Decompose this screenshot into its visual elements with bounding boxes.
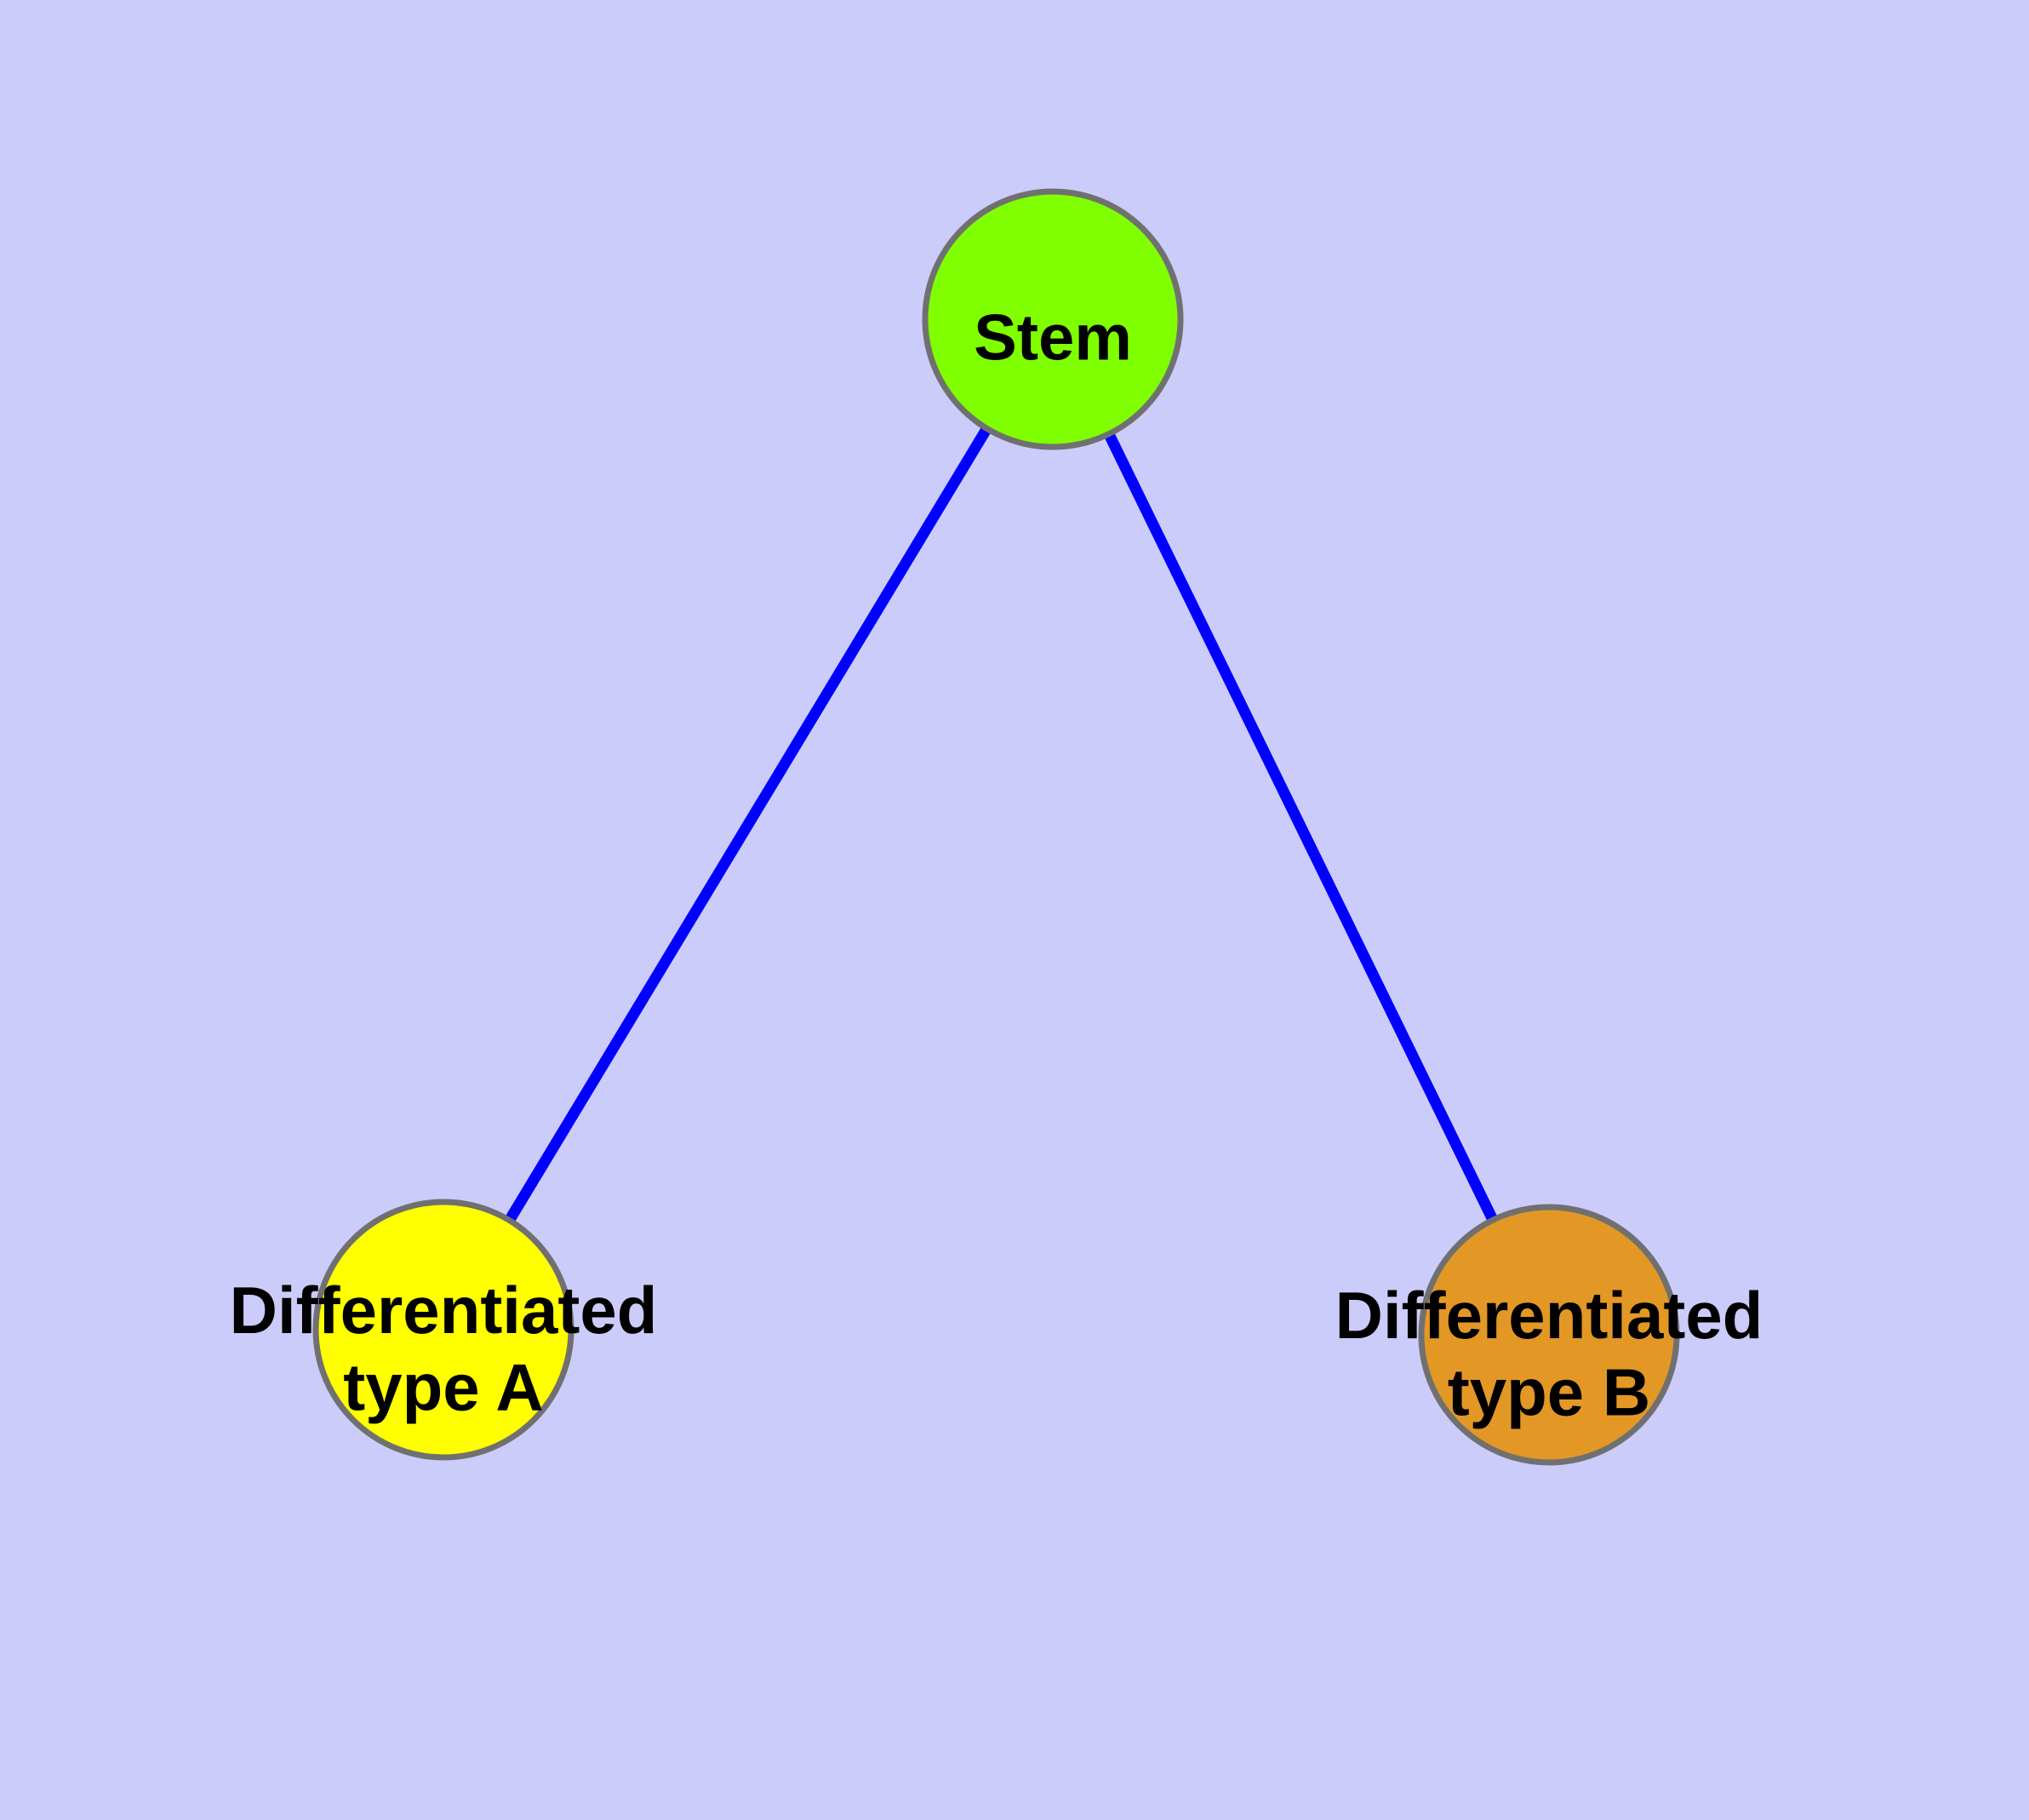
node-label-line: Stem [974,301,1132,374]
node-stem-circle[interactable] [922,188,1184,450]
edges-group [503,424,1499,1225]
node-differentiated-type-b-circle[interactable] [1418,1204,1680,1466]
edge-stem-to-differentiated-type-a[interactable] [503,424,993,1225]
node-differentiated-type-a-circle[interactable] [312,1199,574,1461]
edge-stem-to-differentiated-type-b[interactable] [1103,430,1499,1224]
node-label-line: type B [1448,1354,1650,1429]
node-stem[interactable]: Stem [922,188,1184,450]
node-label-line: Differentiated [230,1272,658,1347]
node-label-line: Differentiated [1335,1277,1763,1352]
node-label-line: type A [343,1349,544,1424]
node-stem-label: Stem [974,301,1132,374]
